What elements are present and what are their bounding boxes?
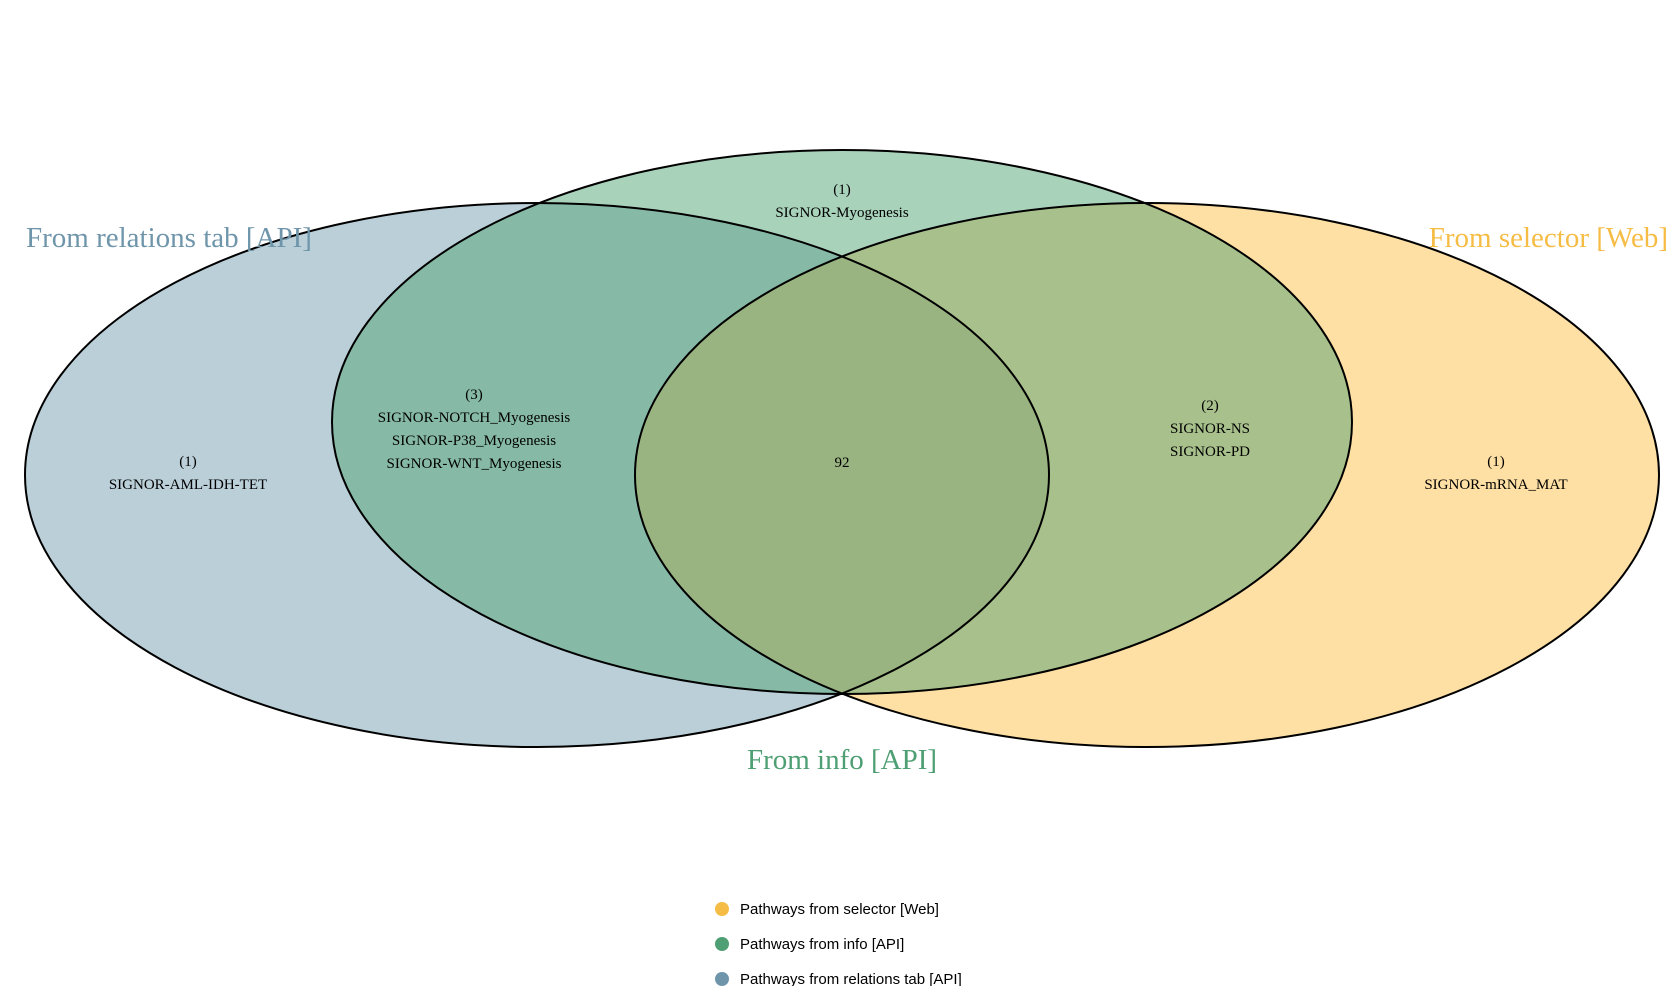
set-title-info: From info [API] xyxy=(747,744,937,776)
legend-label: Pathways from relations tab [API] xyxy=(740,971,962,986)
region-item: SIGNOR-NS xyxy=(1170,421,1250,437)
region-item: SIGNOR-NOTCH_Myogenesis xyxy=(378,410,571,426)
region-label-relations-only: (1) SIGNOR-AML-IDH-TET xyxy=(109,454,267,493)
legend-label: Pathways from info [API] xyxy=(740,936,904,953)
region-count: (3) xyxy=(465,387,483,403)
region-count: (1) xyxy=(833,182,851,198)
region-item: SIGNOR-WNT_Myogenesis xyxy=(387,456,562,472)
set-title-relations: From relations tab [API] xyxy=(26,222,312,254)
legend-item: Pathways from relations tab [API] xyxy=(715,971,962,986)
legend-label: Pathways from selector [Web] xyxy=(740,901,939,918)
legend-marker xyxy=(715,972,729,986)
region-label-selector-only: (1) SIGNOR-mRNA_MAT xyxy=(1424,454,1567,493)
region-count: (1) xyxy=(179,454,197,470)
region-label-relations-info: (3) SIGNOR-NOTCH_MyogenesisSIGNOR-P38_Myo… xyxy=(378,387,571,472)
legend-marker xyxy=(715,902,729,916)
legend-item: Pathways from selector [Web] xyxy=(715,901,939,918)
region-label-info-only: (1) SIGNOR-Myogenesis xyxy=(775,182,908,221)
region-item: SIGNOR-Myogenesis xyxy=(775,205,908,221)
region-count: (2) xyxy=(1201,398,1219,414)
region-label-all-three: 92 xyxy=(835,455,850,471)
region-item: SIGNOR-P38_Myogenesis xyxy=(392,433,556,449)
legend-marker xyxy=(715,937,729,951)
region-count: 92 xyxy=(835,455,850,471)
region-count: (1) xyxy=(1487,454,1505,470)
region-item: SIGNOR-mRNA_MAT xyxy=(1424,477,1567,493)
legend-item: Pathways from info [API] xyxy=(715,936,904,953)
set-title-selector: From selector [Web] xyxy=(1429,222,1668,254)
region-label-info-selector: (2) SIGNOR-NS SIGNOR-PD xyxy=(1170,398,1250,460)
set-outline-selector xyxy=(634,202,1660,748)
region-item: SIGNOR-PD xyxy=(1170,444,1250,460)
region-item: SIGNOR-AML-IDH-TET xyxy=(109,477,267,493)
